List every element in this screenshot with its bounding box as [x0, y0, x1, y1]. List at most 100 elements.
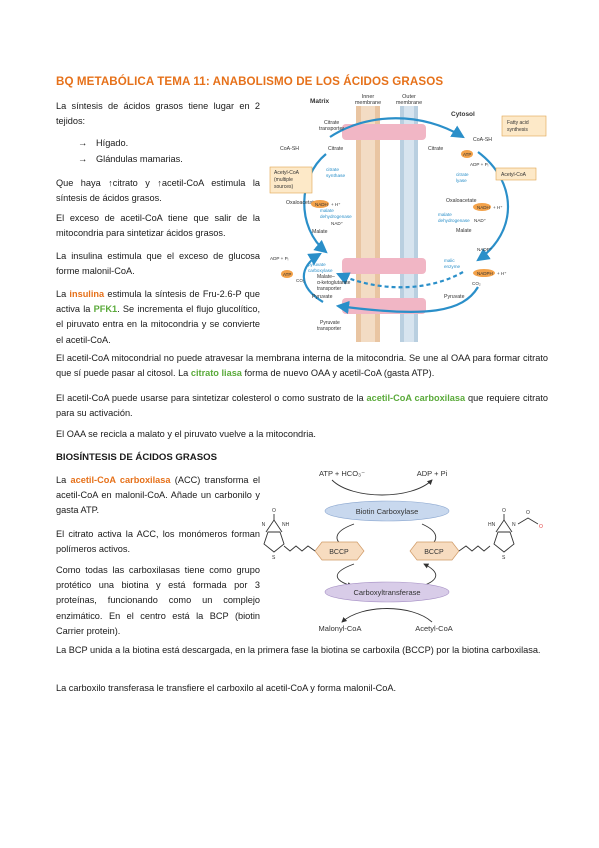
biotin-right: O HN N O O S: [488, 508, 543, 561]
malate-transporter: [342, 258, 426, 274]
svg-text:transporter: transporter: [319, 126, 344, 132]
svg-text:NADPH: NADPH: [477, 271, 493, 276]
svg-text:dehydrogenase: dehydrogenase: [320, 214, 352, 219]
svg-text:lyase: lyase: [456, 178, 467, 183]
svg-text:Oxaloacetate: Oxaloacetate: [446, 198, 477, 204]
svg-text:HN: HN: [488, 522, 496, 528]
svg-text:transporter: transporter: [317, 326, 342, 332]
svg-text:membrane: membrane: [396, 100, 422, 106]
svg-text:S: S: [272, 555, 276, 561]
svg-text:ADP + Pᵢ: ADP + Pᵢ: [270, 256, 289, 261]
svg-text:Outer: Outer: [402, 94, 416, 100]
arrow-icon: →: [78, 154, 88, 164]
svg-text:Inner: Inner: [362, 94, 375, 100]
svg-text:enzyme: enzyme: [444, 264, 461, 269]
svg-text:O: O: [502, 508, 506, 514]
svg-text:ATP + HCO₃⁻: ATP + HCO₃⁻: [319, 469, 365, 478]
paragraph-mitocondria: El acetil-CoA mitocondrial no puede atra…: [56, 353, 548, 379]
svg-text:Fatty acid: Fatty acid: [507, 120, 529, 126]
svg-text:α-ketoglutarate: α-ketoglutarate: [317, 280, 351, 286]
svg-text:NADH: NADH: [477, 205, 490, 210]
svg-text:citrate: citrate: [326, 167, 339, 173]
svg-text:dehydrogenase: dehydrogenase: [438, 218, 470, 223]
svg-text:ATP: ATP: [463, 152, 471, 157]
svg-text:+ H⁺: + H⁺: [331, 202, 341, 207]
biotin-carboxylase: [324, 500, 450, 522]
citrate-shuttle-figure: Matrix Inner membrane Outer membrane Cyt…: [269, 94, 547, 342]
svg-text:pyruvate: pyruvate: [308, 262, 326, 267]
svg-text:NH: NH: [282, 522, 290, 528]
svg-text:BCCP: BCCP: [329, 549, 349, 556]
svg-text:Citrate: Citrate: [324, 120, 339, 126]
svg-text:+ H⁺: + H⁺: [493, 205, 503, 210]
svg-text:O: O: [539, 524, 543, 530]
highlight-citrato-liasa: citrato liasa: [190, 368, 242, 379]
svg-text:synthesis: synthesis: [507, 127, 528, 133]
paragraph-citrato: Que haya ↑citrato y ↑acetil-CoA estimula…: [56, 178, 260, 204]
svg-text:ADP + Pᵢ: ADP + Pᵢ: [470, 162, 489, 167]
paragraph-oaa: El OAA se recicla a malato y el piruvato…: [56, 429, 316, 439]
fatty-acid-synthesis-box: [501, 115, 547, 137]
svg-text:carboxylase: carboxylase: [308, 268, 333, 273]
page-title: BQ METABÓLICA TEMA 11: ANABOLISMO DE LOS…: [56, 75, 444, 88]
svg-text:CO₂: CO₂: [472, 281, 481, 286]
list-item-higado: →Hígado.: [78, 138, 129, 148]
svg-text:ATP: ATP: [283, 272, 291, 277]
svg-text:malate: malate: [438, 212, 452, 217]
svg-text:CO₂: CO₂: [296, 278, 305, 283]
paragraph-pfk1: La insulina estimula la síntesis de Fru-…: [56, 289, 260, 345]
svg-text:Malonyl-CoA: Malonyl-CoA: [319, 624, 362, 633]
svg-text:Pyruvate: Pyruvate: [444, 294, 465, 300]
paragraph-exceso: El exceso de acetil-CoA tiene que salir …: [56, 213, 260, 239]
svg-text:Citrate: Citrate: [328, 146, 343, 152]
intro-paragraph: La síntesis de ácidos grasos tiene lugar…: [56, 101, 260, 127]
paragraph-insulina: La insulina estimula que el exceso de gl…: [56, 251, 260, 277]
svg-text:NAD⁺: NAD⁺: [474, 218, 487, 223]
svg-text:CoA-SH: CoA-SH: [280, 146, 299, 152]
svg-text:membrane: membrane: [355, 100, 381, 106]
svg-text:transporter: transporter: [317, 286, 342, 292]
highlight-pfk1: PFK1: [93, 304, 118, 315]
svg-text:CoA-SH: CoA-SH: [473, 137, 492, 143]
highlight-acetil-coa-carboxilasa: acetil-CoA carboxilasa: [366, 393, 466, 403]
paragraph-colesterol: El acetil-CoA puede usarse para sintetiz…: [56, 393, 548, 419]
svg-text:Biotin Carboxylase: Biotin Carboxylase: [356, 507, 419, 516]
svg-text:S: S: [502, 555, 506, 561]
svg-text:Acetyl-CoA: Acetyl-CoA: [415, 624, 453, 633]
svg-text:malate: malate: [320, 208, 334, 213]
svg-text:Malate–: Malate–: [317, 274, 335, 280]
svg-text:Acetyl-CoA: Acetyl-CoA: [501, 172, 527, 178]
svg-text:NADP⁺: NADP⁺: [477, 247, 493, 252]
paragraph-transferasa: La carboxilo transferasa le transfiere e…: [56, 683, 397, 693]
svg-text:Malate: Malate: [456, 228, 472, 234]
svg-text:Oxaloacetate: Oxaloacetate: [286, 200, 317, 206]
svg-text:Malate: Malate: [312, 229, 328, 235]
svg-text:sources): sources): [274, 184, 294, 190]
cytosol-label: Cytosol: [451, 111, 475, 118]
section-heading: BIOSÍNTESIS DE ÁCIDOS GRASOS: [56, 452, 217, 463]
svg-text:O: O: [272, 508, 276, 514]
biotin-left: O HN NH S: [262, 508, 290, 561]
svg-text:Acetyl-CoA: Acetyl-CoA: [274, 170, 300, 176]
list-item-glandulas: →Glándulas mamarias.: [78, 154, 183, 164]
svg-text:Carboxyltransferase: Carboxyltransferase: [353, 588, 420, 597]
svg-text:+ H⁺: + H⁺: [497, 271, 507, 276]
svg-text:ADP + Pi: ADP + Pi: [417, 469, 448, 478]
matrix-label: Matrix: [310, 98, 330, 105]
paragraph-carboxilasas: Como todas las carboxilasas tiene como g…: [56, 565, 260, 636]
svg-text:NAD⁺: NAD⁺: [331, 221, 344, 226]
svg-text:malic: malic: [444, 258, 455, 263]
arrow-icon: →: [78, 138, 88, 148]
svg-text:Citrate: Citrate: [428, 146, 443, 152]
citrate-transporter: [342, 124, 426, 140]
bccp-right: [409, 541, 460, 561]
carboxyltransferase: [324, 581, 450, 603]
svg-text:synthase: synthase: [326, 173, 346, 179]
svg-text:Pyruvate: Pyruvate: [320, 320, 340, 326]
svg-text:BCCP: BCCP: [424, 549, 444, 556]
svg-text:HN: HN: [262, 522, 266, 528]
svg-text:citrate: citrate: [456, 172, 469, 177]
paragraph-bcp: La BCP unida a la biotina está descargad…: [56, 645, 541, 655]
svg-text:N: N: [512, 522, 516, 528]
svg-text:Pyruvate: Pyruvate: [312, 294, 333, 300]
